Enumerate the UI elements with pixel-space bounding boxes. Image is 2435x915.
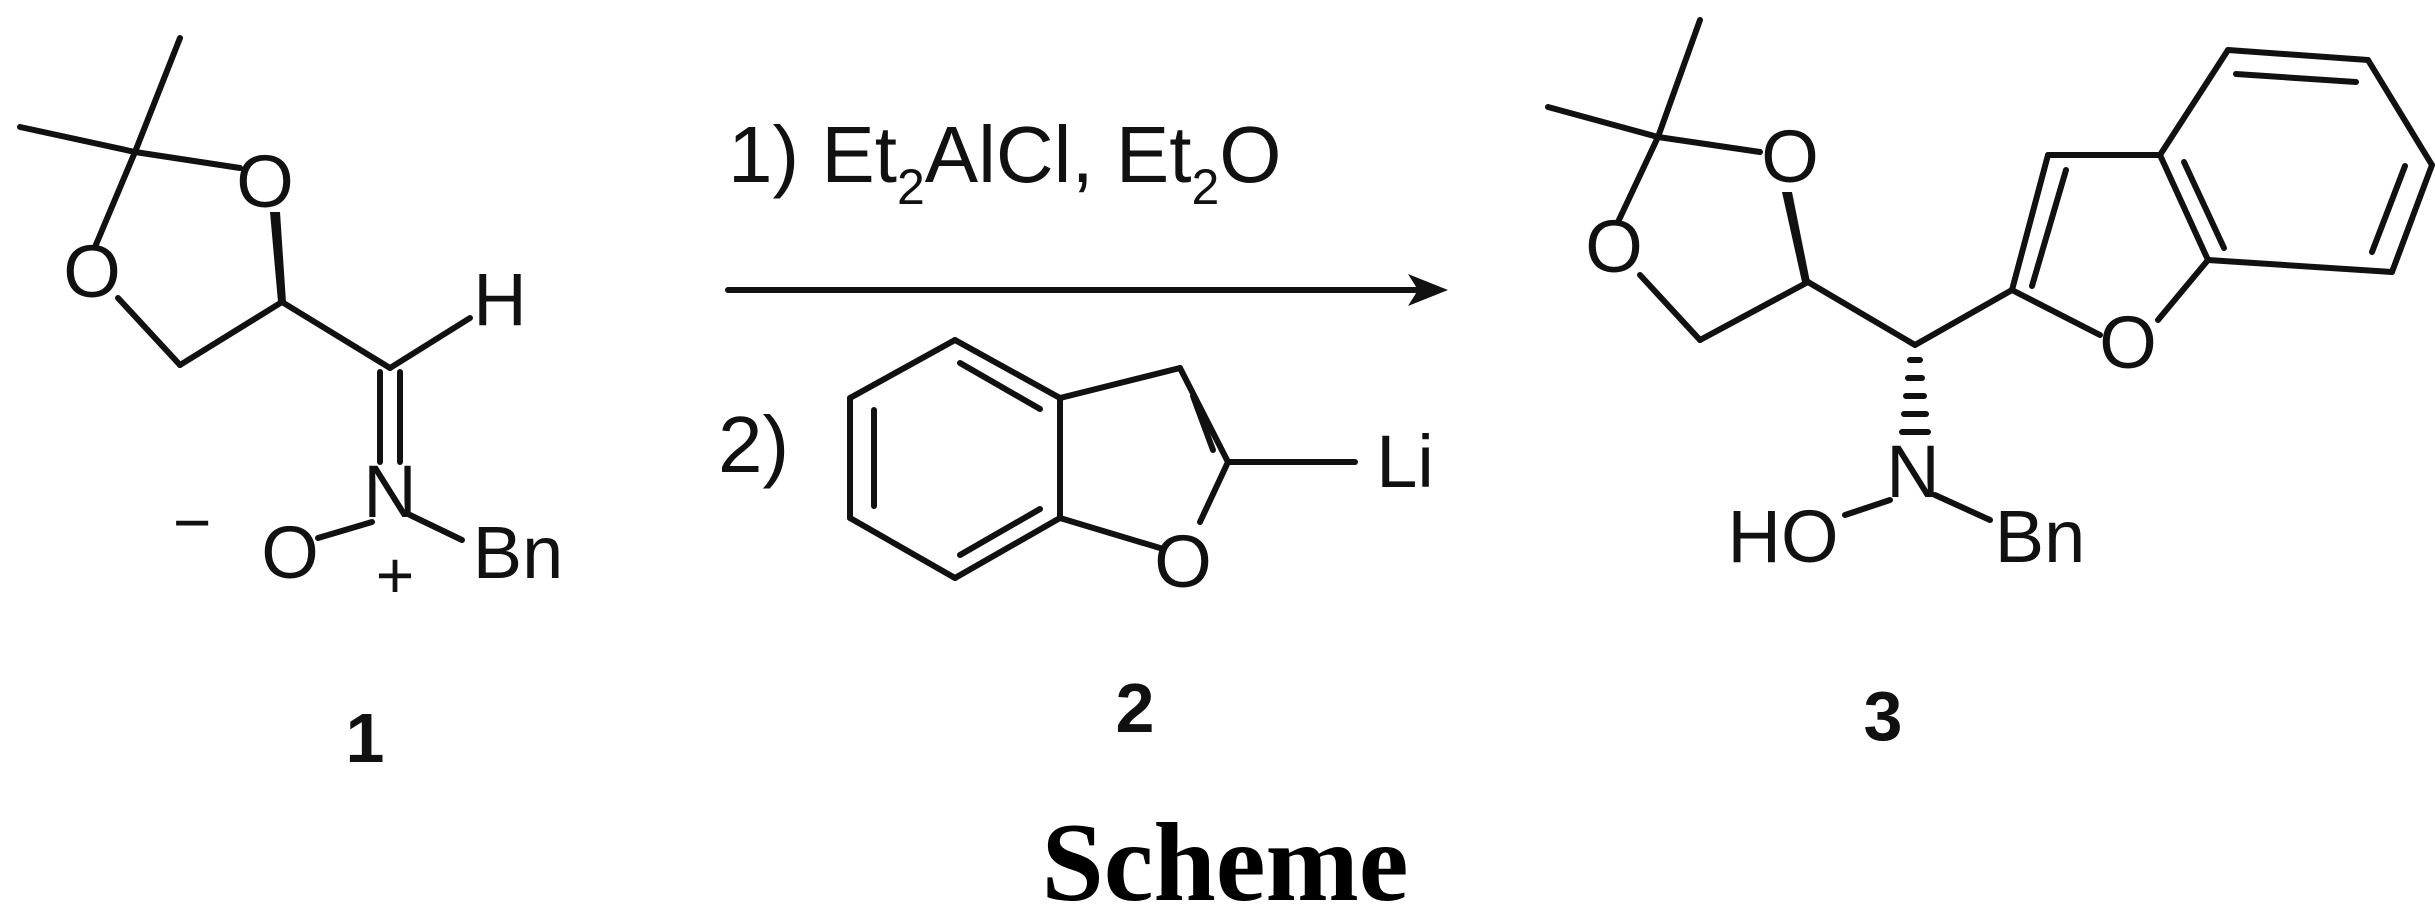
positive-charge-sign: + [376,538,415,612]
compound-number-3: 3 [1864,677,1903,755]
wedge-bond [270,212,286,302]
negative-charge-sign: − [173,485,212,559]
oxygen-atom-label: O [63,230,121,313]
wedge-bond [1782,192,1810,282]
oxygen-atom-label: O [1154,520,1212,603]
hashed-bond [1899,357,1931,435]
benzyl-group-label: Bn [473,511,564,594]
compound-2-structure: O Li [847,337,1434,603]
benzyl-group-label: Bn [1995,495,2086,578]
hydrogen-atom-label: H [473,258,526,341]
oxygen-atom-label: O [1585,205,1643,288]
oxygen-atom-label: O [1761,115,1819,198]
oxygen-atom-label: O [2099,301,2157,384]
nitrogen-atom-label: N [1886,430,1939,513]
oxygen-atom-label: O [261,511,319,594]
compound-3-structure: O O O N HO Bn [1545,17,2435,578]
compound-number-2: 2 [1116,669,1155,747]
reaction-arrow [725,274,1448,306]
reagent-step-1: 1) Et2AlCl, Et2O [728,110,1282,215]
scheme-caption: Scheme [1041,801,1408,915]
nitrogen-atom-label: N [363,450,416,533]
compound-1-structure: O O H N O Bn − + [17,35,564,612]
lithium-atom-label: Li [1376,420,1434,503]
reagent-step-2-label: 2) [718,400,789,489]
compound-number-1: 1 [346,699,385,777]
hydroxyl-group-label: HO [1728,495,1839,578]
oxygen-atom-label: O [236,140,294,223]
